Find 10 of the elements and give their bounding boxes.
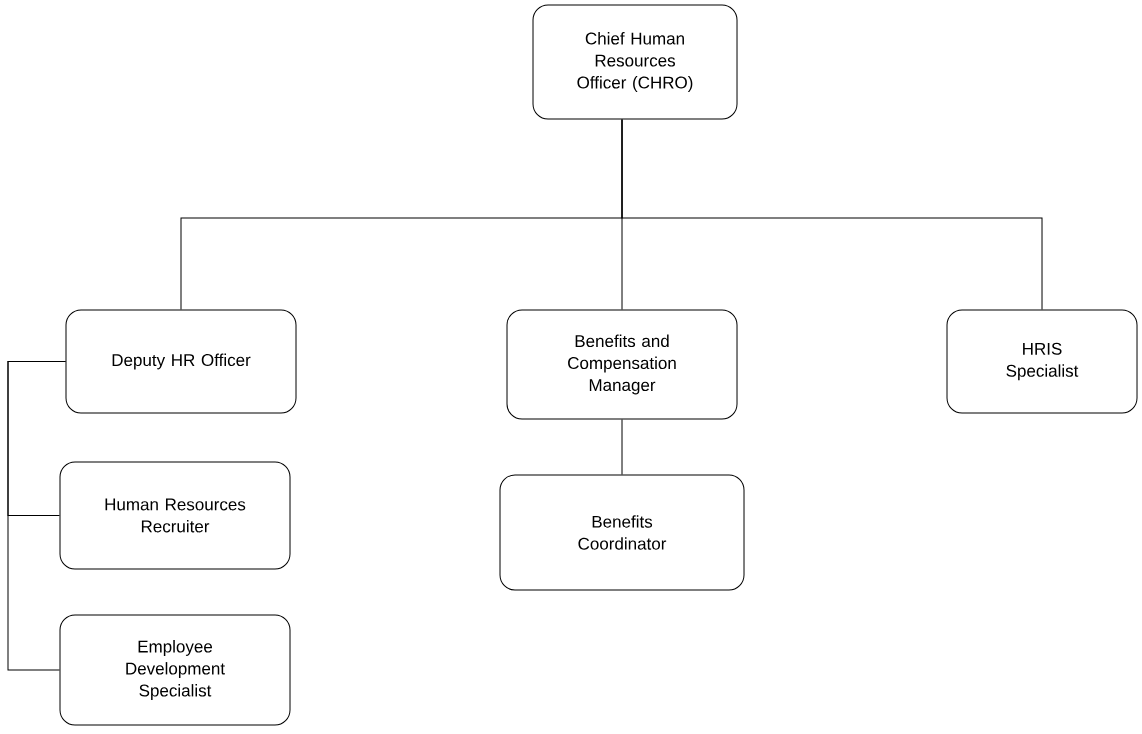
role-box: Deputy HR Officer (65, 309, 297, 414)
role-box: Benefits and Compensation Manager (506, 309, 738, 420)
connector-line (7, 361, 66, 671)
role-box: Chief Human Resources Officer (CHRO) (532, 4, 738, 120)
connector-line (621, 419, 623, 475)
role-box: Human Resources Recruiter (59, 461, 291, 570)
role-box: HRIS Specialist (946, 309, 1138, 414)
role-box: Employee Development Specialist (59, 614, 291, 726)
role-box: Benefits Coordinator (499, 474, 745, 591)
connector-line (621, 119, 1043, 310)
